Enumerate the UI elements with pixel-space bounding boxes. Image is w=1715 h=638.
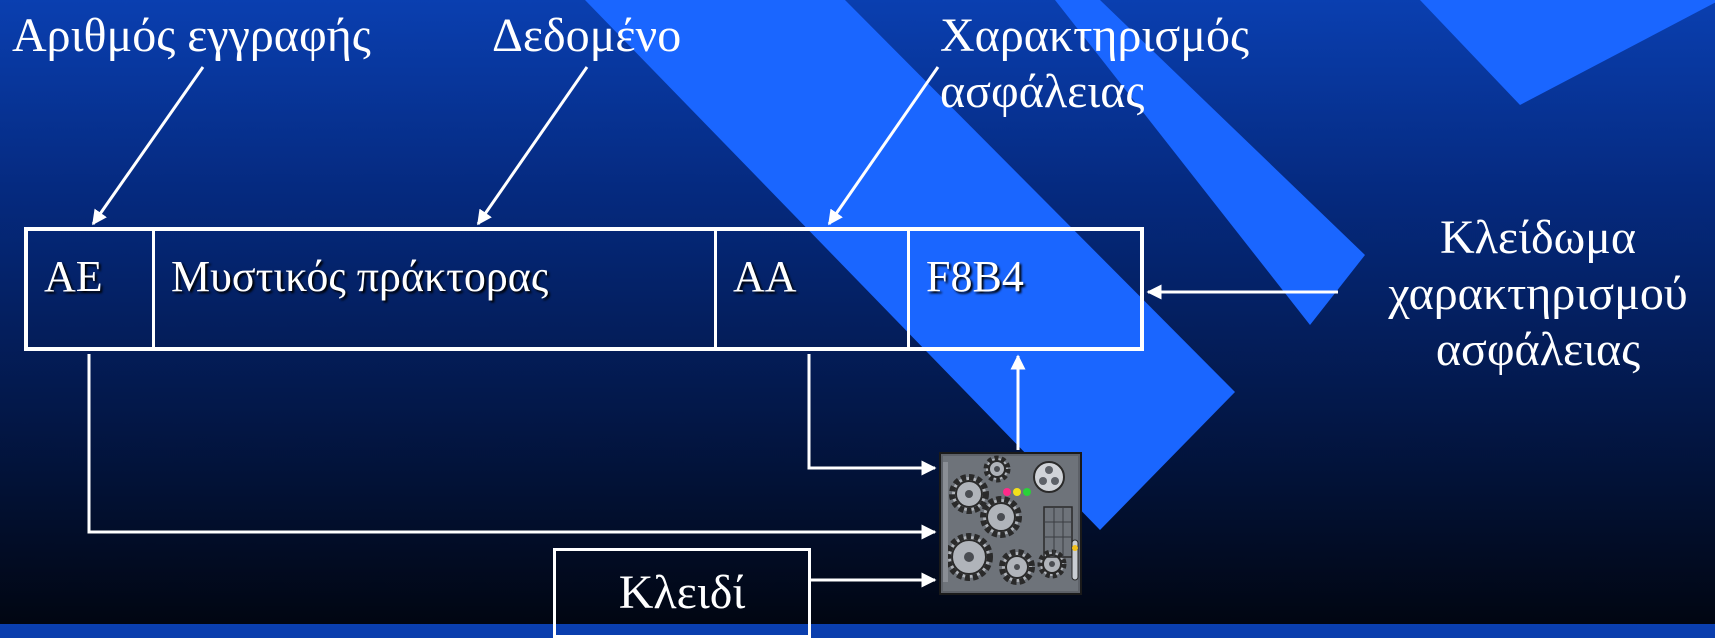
arrow-data xyxy=(478,67,587,224)
gears-machine-icon xyxy=(939,452,1082,595)
arrow-security-label xyxy=(829,67,938,224)
arrow-record-number xyxy=(93,67,203,224)
connector-aa-to-machine xyxy=(809,354,935,468)
connector-arrows xyxy=(0,0,1715,624)
